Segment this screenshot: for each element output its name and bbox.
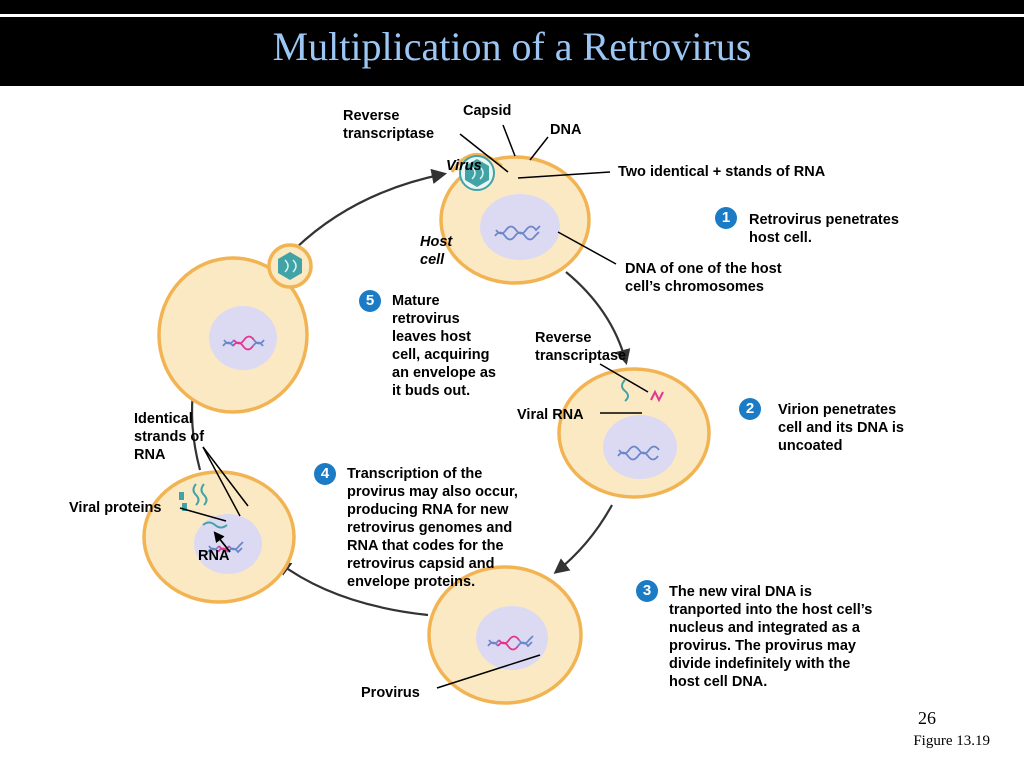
label-dna: DNA	[550, 122, 582, 138]
step-3-badge: 3	[636, 580, 658, 602]
reverse-transcribed-dna	[650, 389, 664, 403]
leader-dna	[529, 136, 549, 161]
label-reverse-transcriptase-top: Reverse transcriptase	[343, 108, 435, 142]
leader-viral-proteins	[179, 507, 227, 522]
host-cell-4	[142, 470, 296, 604]
label-provirus: Provirus	[361, 685, 420, 701]
host-cell-3	[427, 565, 583, 705]
step-3-text: The new viral DNA is tranported into the…	[669, 584, 873, 690]
nucleus-4	[194, 514, 262, 574]
arrow-2-to-3	[553, 504, 613, 574]
step-1-badge: 1	[715, 207, 737, 229]
label-identical-strands: Identical strands of RNA	[134, 411, 205, 463]
page-number: 26	[918, 708, 936, 728]
host-cell-5	[157, 243, 313, 414]
host-cell-2	[557, 367, 711, 499]
title-bar: Multiplication of a Retrovirus	[0, 0, 1024, 86]
leader-lines	[179, 124, 649, 689]
leader-capsid	[502, 124, 516, 157]
label-dna-host-chromosomes: DNA of one of the host cell’s chromosome…	[625, 261, 782, 295]
label-reverse-transcriptase-mid: Reverse transcriptase	[535, 330, 627, 364]
step-1-text: Retrovirus penetrates host cell.	[749, 212, 899, 246]
arrow-5-to-1	[295, 168, 448, 249]
label-virus: Virus	[446, 158, 482, 174]
step-4-badge: 4	[314, 463, 336, 485]
entering-virus	[459, 155, 495, 191]
rna-arrow	[213, 531, 231, 553]
step-5-text: Mature retrovirus leaves host cell, acqu…	[392, 293, 496, 399]
label-rna: RNA	[198, 548, 230, 564]
nucleus-5	[209, 306, 277, 370]
leader-two-identical-strands	[517, 171, 611, 179]
label-host-cell: Host cell	[420, 234, 453, 268]
figure-reference: Figure 13.19	[913, 733, 990, 749]
arrow-3-to-4	[275, 560, 429, 617]
budding-virion	[267, 243, 313, 289]
nucleus-1	[480, 194, 560, 260]
leader-reverse-transcriptase-top	[459, 133, 509, 173]
label-viral-rna: Viral RNA	[517, 407, 584, 423]
viral-protein-glyph	[179, 492, 184, 500]
chromosome-dna-1	[494, 225, 541, 241]
title-rule	[0, 14, 1024, 17]
viral-rna-strand	[621, 379, 629, 402]
label-viral-proteins: Viral proteins	[69, 500, 162, 516]
host-cell-1	[439, 152, 591, 285]
leader-reverse-transcriptase-mid	[599, 363, 649, 393]
provirus-dna	[487, 635, 534, 651]
page-title: Multiplication of a Retrovirus	[272, 24, 752, 69]
step-2-badge: 2	[739, 398, 761, 420]
label-capsid: Capsid	[463, 103, 512, 119]
nucleus-2	[603, 415, 677, 479]
chromosome-dna-4	[207, 541, 244, 554]
leader-host-chromosome	[557, 231, 617, 265]
label-two-identical-strands: Two identical + stands of RNA	[618, 164, 826, 180]
arrow-1-to-2	[565, 271, 631, 365]
step-5-badge: 5	[359, 290, 381, 312]
leader-provirus	[436, 654, 541, 689]
step-4-text: Transcription of the provirus may also o…	[347, 466, 518, 590]
leader-identical-strands-a	[202, 446, 249, 507]
step-2-text: Virion penetrates cell and its DNA is un…	[778, 402, 904, 454]
new-rna-strands	[192, 483, 228, 529]
viral-protein-glyph-2	[182, 503, 187, 511]
leader-identical-strands-b	[202, 446, 241, 517]
chromosome-dna-2	[617, 445, 660, 461]
chromosome-dna-5	[222, 335, 265, 351]
